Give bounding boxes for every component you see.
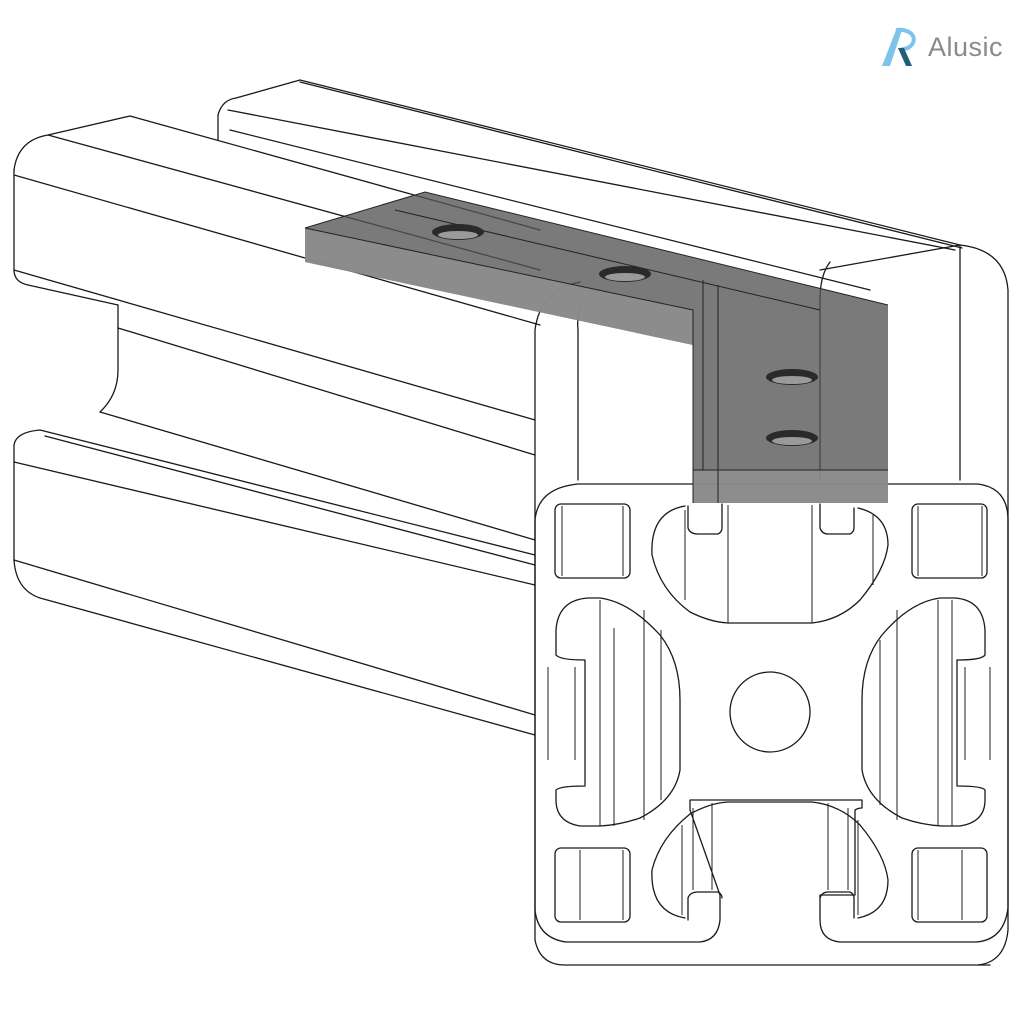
l-bracket [304, 191, 889, 503]
bracket-holes [432, 224, 818, 446]
brand-logo: Alusic [878, 26, 1003, 68]
center-bore [729, 671, 811, 753]
brand-name: Alusic [928, 31, 1004, 62]
alusic-logo-icon [882, 27, 916, 66]
profile-cross-section [534, 244, 1009, 966]
top-rail [217, 79, 963, 291]
left-profile [13, 115, 541, 736]
